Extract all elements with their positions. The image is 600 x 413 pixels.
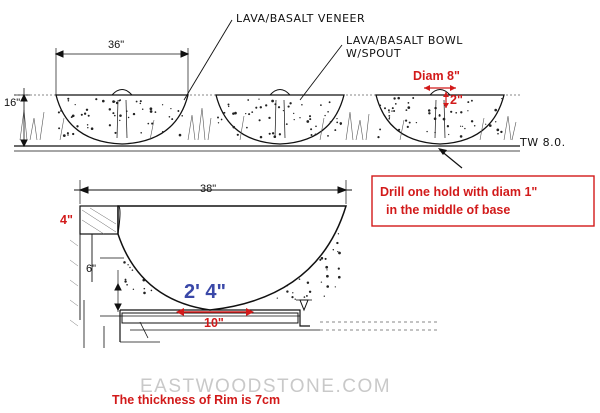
label-spout: W/SPOUT [346,47,401,60]
note-arrow [438,148,463,169]
bowl-1 [55,89,189,145]
section-center-label: 2' 4" [184,281,226,303]
section-side-label: 6" [86,263,96,275]
watermark: EASTWOODSTONE.COM [140,376,391,397]
top-height-label: 16" [4,97,20,109]
veneer-leader [183,19,233,101]
section-view [69,180,440,348]
small-dim-label: 2" [450,93,463,107]
note-line-2: in the middle of base [386,203,510,217]
bowl-leader [299,44,343,101]
label-bowl: LAVA/BASALT BOWL [346,34,463,47]
base-width-label: 10" [204,316,224,330]
plants-sketch [19,107,517,141]
diameter-marks [424,85,456,108]
drill-note: Drill one hold with diam 1" in the middl… [371,175,595,227]
base-dimension [176,308,254,316]
section-width-label: 38" [200,183,216,195]
section-rim-label: 4" [60,213,73,227]
label-veneer: LAVA/BASALT VENEER [236,12,365,25]
note-line-1: Drill one hold with diam 1" [380,185,537,199]
tw-label: TW 8.0. [519,136,566,149]
top-height-dimension [14,88,30,148]
rim-thickness-note: The thickness of Rim is 7cm [112,393,280,407]
bowl-2 [215,89,345,145]
diam-label: Diam 8" [413,69,460,83]
top-width-label: 36" [108,39,124,51]
top-width-dimension [54,48,190,95]
